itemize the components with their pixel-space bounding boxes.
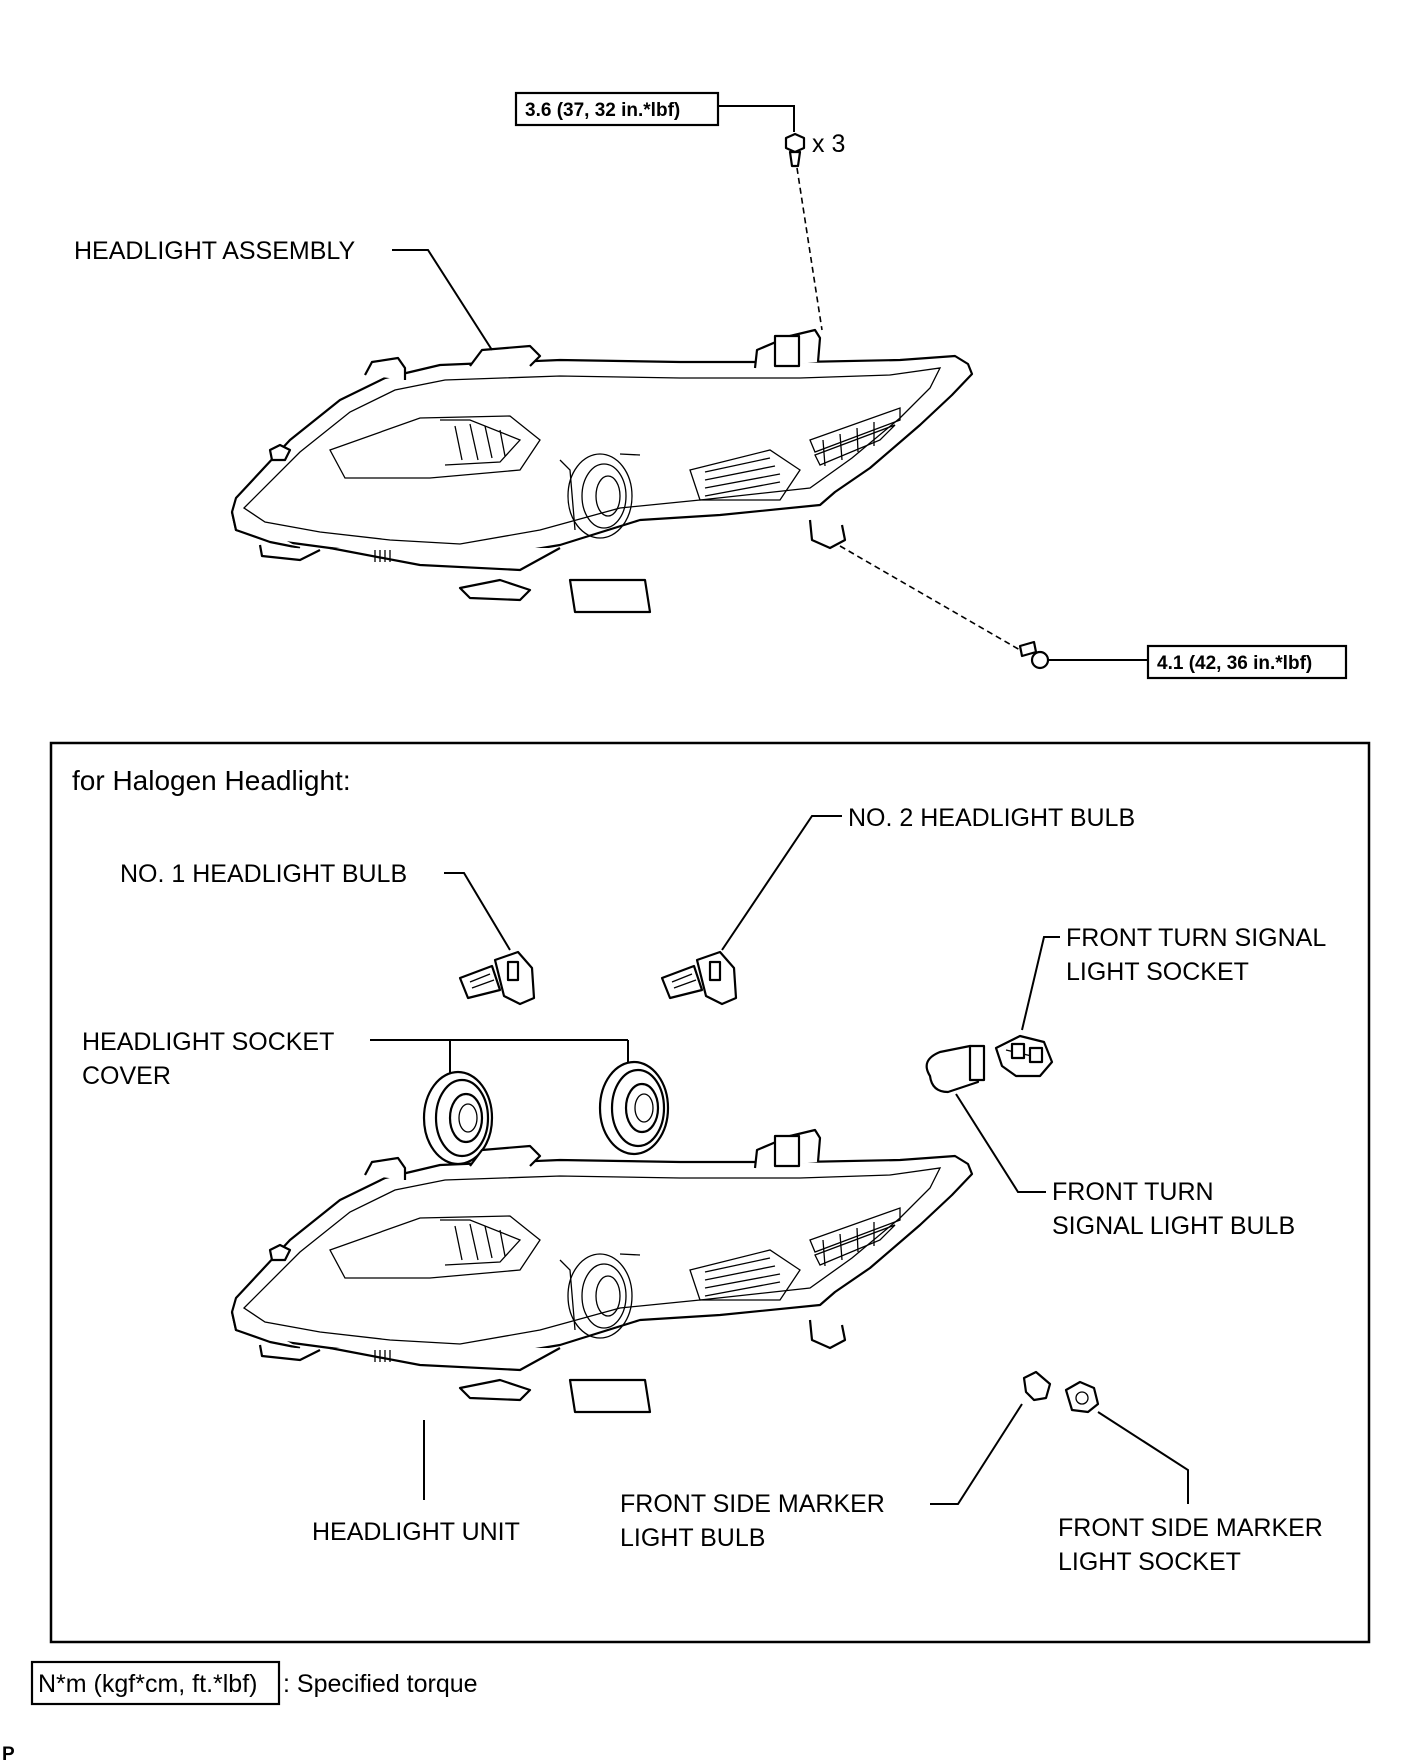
turn-socket-label-line2: LIGHT SOCKET (1066, 958, 1249, 986)
lower-bolt-icon (1018, 640, 1050, 670)
turn-signal-socket-icon (994, 1034, 1054, 1078)
marker-bulb-leader (930, 1403, 1023, 1505)
halogen-section-title: for Halogen Headlight: (72, 765, 351, 796)
no2-bulb-label: NO. 2 HEADLIGHT BULB (848, 804, 1135, 832)
headlight-unit-drawing (230, 1128, 974, 1414)
top-torque-value: 3.6 (37, 32 in.*lbf) (525, 100, 680, 121)
legend-torque-box (30, 1660, 281, 1706)
no1-bulb-label: NO. 1 HEADLIGHT BULB (120, 860, 407, 888)
legend-torque-units: N*m (kgf*cm, ft.*lbf) (38, 1670, 257, 1698)
marker-socket-label-line2: LIGHT SOCKET (1058, 1548, 1241, 1576)
side-marker-bulb-icon (1022, 1370, 1052, 1402)
turn-bulb-leader (955, 1093, 1046, 1193)
headlight-assembly-drawing (230, 328, 974, 614)
halogen-headlight-frame (49, 741, 1371, 1644)
marker-socket-label-line1: FRONT SIDE MARKER (1058, 1514, 1323, 1542)
turn-signal-bulb-icon (925, 1044, 986, 1094)
top-torque-leader (718, 105, 795, 132)
lower-torque-box (1146, 644, 1348, 680)
turn-socket-leader (1021, 936, 1060, 1031)
headlight-unit-label: HEADLIGHT UNIT (312, 1518, 520, 1546)
socket-cover-label-line1: HEADLIGHT SOCKET (82, 1028, 334, 1056)
lower-torque-value: 4.1 (42, 36 in.*lbf) (1157, 653, 1312, 674)
turn-bulb-label-line1: FRONT TURN (1052, 1178, 1214, 1206)
top-torque-box (514, 91, 720, 127)
lower-bolt-dashed-line (839, 545, 1021, 651)
no1-headlight-bulb-icon (458, 950, 536, 1006)
turn-socket-label-line1: FRONT TURN SIGNAL (1066, 924, 1326, 952)
no2-headlight-bulb-icon (660, 950, 738, 1006)
headlight-assembly-label: HEADLIGHT ASSEMBLY (74, 237, 355, 265)
legend-description: : Specified torque (283, 1670, 478, 1698)
socket-cover-right-icon (598, 1060, 670, 1156)
socket-cover-left-icon (422, 1070, 494, 1166)
marker-bulb-label-line2: LIGHT BULB (620, 1524, 765, 1552)
top-bolt-quantity: x 3 (812, 130, 845, 158)
corner-mark: P (2, 1744, 15, 1763)
socket-cover-label-line2: COVER (82, 1062, 171, 1090)
no2-bulb-leader (721, 815, 842, 951)
marker-socket-leader (1097, 1411, 1189, 1504)
headlight-assembly-leader (392, 249, 493, 351)
marker-bulb-label-line1: FRONT SIDE MARKER (620, 1490, 885, 1518)
top-bolt-icon (784, 132, 806, 168)
side-marker-socket-icon (1064, 1380, 1100, 1414)
no1-bulb-leader (444, 872, 511, 951)
top-bolt-dashed-line (796, 167, 823, 331)
turn-bulb-label-line2: SIGNAL LIGHT BULB (1052, 1212, 1295, 1240)
